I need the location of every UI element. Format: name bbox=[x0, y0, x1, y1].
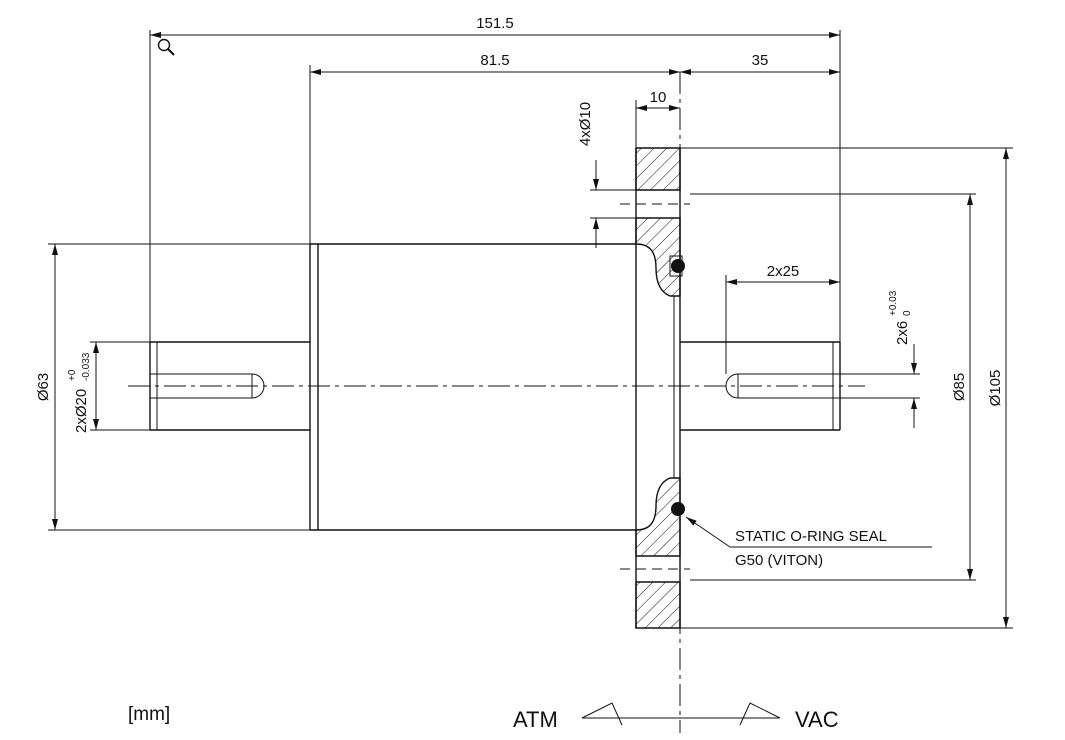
dim-flange-diameter: Ø105 bbox=[680, 147, 1013, 629]
dim-bolt-circle: Ø85 bbox=[690, 193, 976, 581]
atm-label: ATM bbox=[513, 707, 558, 732]
atm-vac-indicator: ATM VAC bbox=[513, 702, 839, 732]
right-shaft bbox=[680, 341, 841, 431]
seal-note-line2: G50 (VITON) bbox=[735, 552, 823, 569]
o-ring-top bbox=[671, 259, 685, 273]
dim-body-diameter-label: Ø63 bbox=[35, 373, 52, 401]
dim-vac-length-label: 35 bbox=[752, 52, 769, 69]
atm-body bbox=[309, 243, 637, 531]
dim-shaft-diameter-label: 2xØ20 bbox=[73, 389, 90, 433]
magnifier-icon[interactable] bbox=[157, 38, 175, 56]
dim-keyway-upper-tol: +0.03 bbox=[888, 290, 899, 316]
dim-flange-thickness-label: 10 bbox=[650, 89, 667, 106]
dim-body-diameter: Ø63 bbox=[35, 243, 310, 531]
dim-keyway-width-label: 2x6 bbox=[894, 321, 911, 345]
dim-side-lengths: 81.5 35 bbox=[309, 52, 840, 244]
seal-callout: STATIC O-RING SEAL G50 (VITON) bbox=[685, 516, 932, 569]
left-shaft bbox=[149, 341, 310, 431]
seal-note-line1: STATIC O-RING SEAL bbox=[735, 528, 887, 545]
dim-total-length-label: 151.5 bbox=[476, 15, 514, 32]
dim-atm-length-label: 81.5 bbox=[480, 52, 509, 69]
dim-keyway-lower-tol: 0 bbox=[902, 310, 913, 316]
dim-flange-thickness: 10 bbox=[635, 89, 680, 148]
dim-shaft-upper-tol: +0 bbox=[67, 369, 78, 381]
dim-holes: 4xØ10 bbox=[577, 102, 636, 248]
vac-label: VAC bbox=[795, 707, 839, 732]
dim-shaft-lower-tol: -0.033 bbox=[81, 352, 92, 381]
dim-total-length: 151.5 bbox=[149, 15, 841, 342]
flange-section bbox=[620, 147, 690, 629]
dim-keyway-width: 2x6 +0.03 0 bbox=[840, 290, 920, 428]
dim-keyway-length-label: 2x25 bbox=[767, 263, 800, 280]
o-ring-bottom bbox=[671, 502, 685, 516]
dim-shaft-diameter: 2xØ20 +0 -0.033 bbox=[67, 341, 150, 433]
dim-holes-label: 4xØ10 bbox=[577, 102, 594, 146]
dim-keyway-length: 2x25 bbox=[725, 263, 840, 374]
dim-flange-diameter-label: Ø105 bbox=[987, 370, 1004, 407]
units-label: [mm] bbox=[128, 704, 170, 725]
dim-bolt-circle-label: Ø85 bbox=[951, 373, 968, 401]
